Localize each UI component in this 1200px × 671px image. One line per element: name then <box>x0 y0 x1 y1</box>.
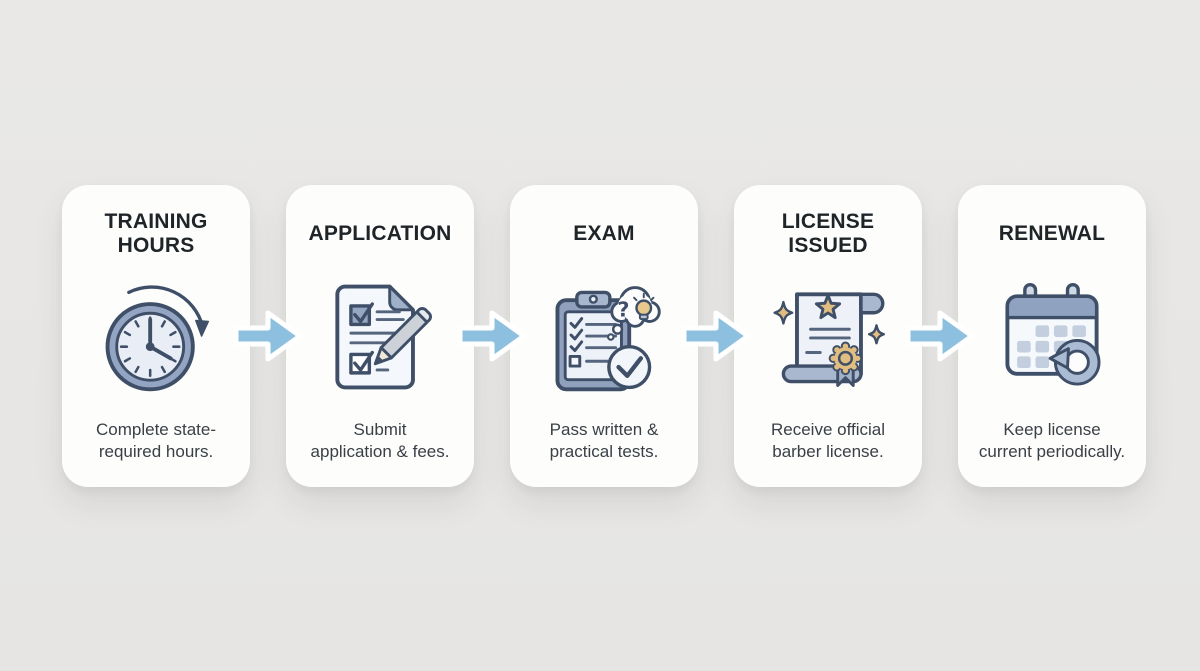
step-card-renewal: RENEWAL <box>958 185 1146 487</box>
step-card-training-hours: TRAINING HOURS <box>62 185 250 487</box>
step-title: EXAM <box>573 222 635 246</box>
step-card-exam: EXAM <box>510 185 698 487</box>
step-description: Complete state- required hours. <box>96 420 216 461</box>
step-description: Keep license current periodically. <box>978 420 1126 461</box>
application-form-pencil-icon <box>316 261 444 413</box>
calendar-refresh-icon <box>988 261 1116 413</box>
certificate-scroll-icon <box>764 261 892 413</box>
step-title: RENEWAL <box>998 222 1106 246</box>
step-description: Submit application & fees. <box>310 420 450 461</box>
lightbulb-glyph <box>633 292 655 321</box>
step-card-application: APPLICATION <box>286 185 474 487</box>
step-card-license-issued: LICENSE ISSUED <box>734 185 922 487</box>
process-flow: TRAINING HOURS <box>62 185 1146 487</box>
step-description: Pass written & practical tests. <box>549 420 659 461</box>
exam-checklist-thought-icon: ? <box>540 261 668 413</box>
question-mark-glyph: ? <box>618 298 630 322</box>
step-title: TRAINING HOURS <box>104 210 208 257</box>
clock-history-icon <box>92 261 220 413</box>
rosette-seal <box>828 341 863 376</box>
step-title: LICENSE ISSUED <box>781 210 875 257</box>
flow-arrow <box>233 308 303 364</box>
thought-bubble: ? <box>610 286 661 328</box>
flow-arrow <box>905 308 975 364</box>
flow-arrow <box>457 308 527 364</box>
flow-arrow <box>681 308 751 364</box>
refresh-arrow <box>1048 338 1101 386</box>
step-title: APPLICATION <box>308 222 452 246</box>
step-description: Receive official barber license. <box>770 420 886 461</box>
